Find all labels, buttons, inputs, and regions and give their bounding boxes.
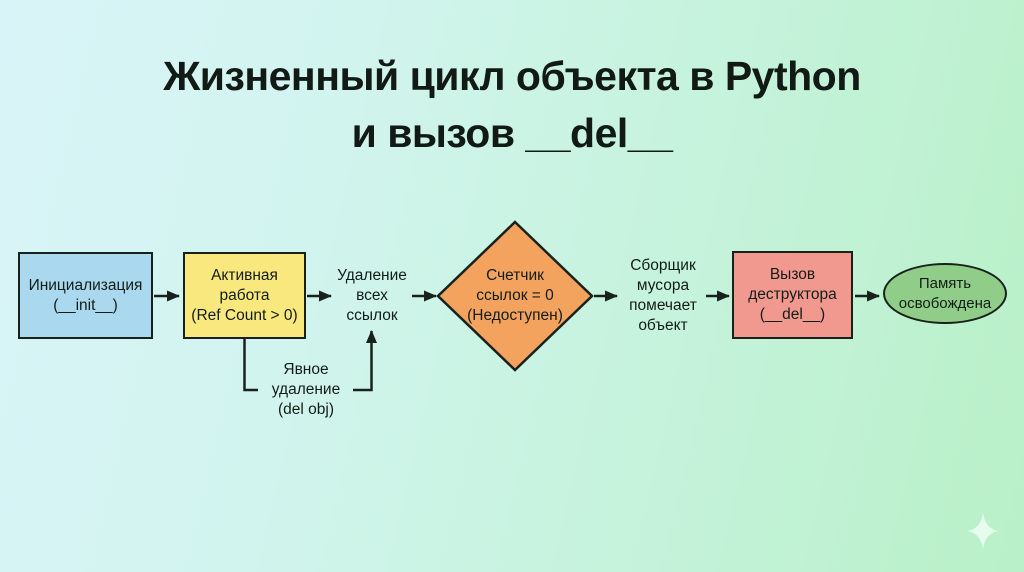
node-initialization: Инициализация (__init__) [18,252,153,339]
title-line-2: и вызов __del__ [351,110,673,156]
node-explicit-delete: Явное удаление (del obj) [246,360,366,420]
node-initialization-label: Инициализация (__init__) [28,276,143,314]
node-destructor-call-label: Вызов деструктора (__del__) [748,266,837,323]
node-garbage-collector: Сборщик мусора помечает объект [603,257,723,335]
node-explicit-delete-label: Явное удаление (del obj) [271,361,341,418]
node-active-work: Активная работа (Ref Count > 0) [183,252,306,339]
title-line-1: Жизненный цикл объекта в Python [163,53,861,99]
node-garbage-collector-label: Сборщик мусора помечает объект [629,257,697,334]
refcount-zero-diamond [436,220,594,372]
node-refcount-zero-label: Счетчик ссылок = 0 (Недоступен) [435,266,595,326]
feedback-line-from-active [243,339,258,392]
node-remove-all-refs-label: Удаление всех ссылок [337,267,407,324]
feedback-arrow-to-remove-refs [353,330,377,392]
refcount-zero-text: Счетчик ссылок = 0 (Недоступен) [467,267,563,324]
page-title: Жизненный цикл объекта в Python и вызов … [0,48,1024,162]
node-memory-freed: Память освобождена [883,263,1007,324]
node-remove-all-refs: Удаление всех ссылок [312,266,432,326]
node-active-work-label: Активная работа (Ref Count > 0) [191,266,298,324]
node-destructor-call: Вызов деструктора (__del__) [732,251,853,339]
node-memory-freed-label: Память освобождена [898,274,992,312]
sparkle-icon [967,512,999,550]
